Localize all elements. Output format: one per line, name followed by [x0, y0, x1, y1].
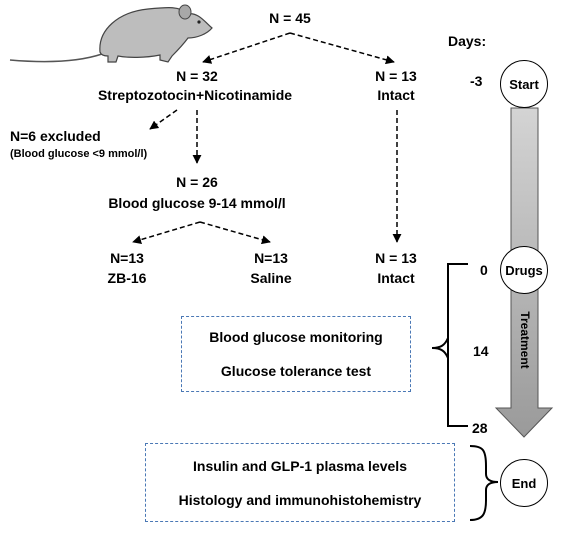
day-final: 28: [472, 420, 488, 436]
zb16-count: N=13: [110, 250, 144, 266]
arrow-to-zb16: [132, 221, 201, 244]
drugs-node: Drugs: [500, 246, 548, 294]
stz-count: N = 32: [176, 68, 218, 84]
excluded-reason: (Blood glucose <9 mmol/l): [10, 148, 148, 160]
day-drugs: 0: [480, 262, 488, 278]
diabetic-count: N = 26: [176, 174, 218, 190]
intact-final-count: N = 13: [375, 250, 417, 266]
endpoint-histology: Histology and immunohistohemistry: [178, 492, 422, 508]
start-node: Start: [500, 60, 548, 108]
procedure-monitoring: Blood glucose monitoring: [209, 329, 383, 345]
intact-initial-label: Intact: [377, 87, 415, 103]
treatment-label: Treatment: [518, 311, 532, 369]
intact-final-label: Intact: [377, 270, 415, 286]
end-brace: [469, 445, 499, 521]
arrow-to-stz: [202, 32, 291, 64]
saline-label: Saline: [250, 270, 292, 286]
intact-initial-count: N = 13: [375, 68, 417, 84]
rat-icon: [9, 4, 213, 63]
bracket-tip-top: [431, 337, 449, 349]
saline-count: N=13: [254, 250, 288, 266]
bracket-tip-bottom: [431, 347, 449, 359]
arrow-to-intact: [289, 32, 395, 65]
end-node: End: [500, 459, 548, 507]
day-start: -3: [470, 73, 483, 89]
zb16-label: ZB-16: [107, 270, 147, 286]
total-count: N = 45: [269, 10, 311, 26]
treatment-bracket: [447, 263, 468, 427]
arrow-to-excluded: [149, 109, 178, 130]
days-label: Days:: [448, 33, 487, 49]
arrow-to-saline: [199, 221, 271, 245]
procedures-box: Blood glucose monitoring Glucose toleran…: [181, 316, 411, 392]
endpoint-plasma-levels: Insulin and GLP-1 plasma levels: [193, 458, 407, 474]
stz-label: Streptozotocin+Nicotinamide: [97, 87, 293, 103]
excluded-count: N=6 excluded: [10, 128, 101, 144]
diabetic-label: Blood glucose 9-14 mmol/l: [108, 195, 286, 211]
procedure-tolerance-test: Glucose tolerance test: [220, 363, 372, 379]
day-mid: 14: [473, 343, 489, 359]
endpoints-box: Insulin and GLP-1 plasma levels Histolog…: [145, 443, 455, 522]
